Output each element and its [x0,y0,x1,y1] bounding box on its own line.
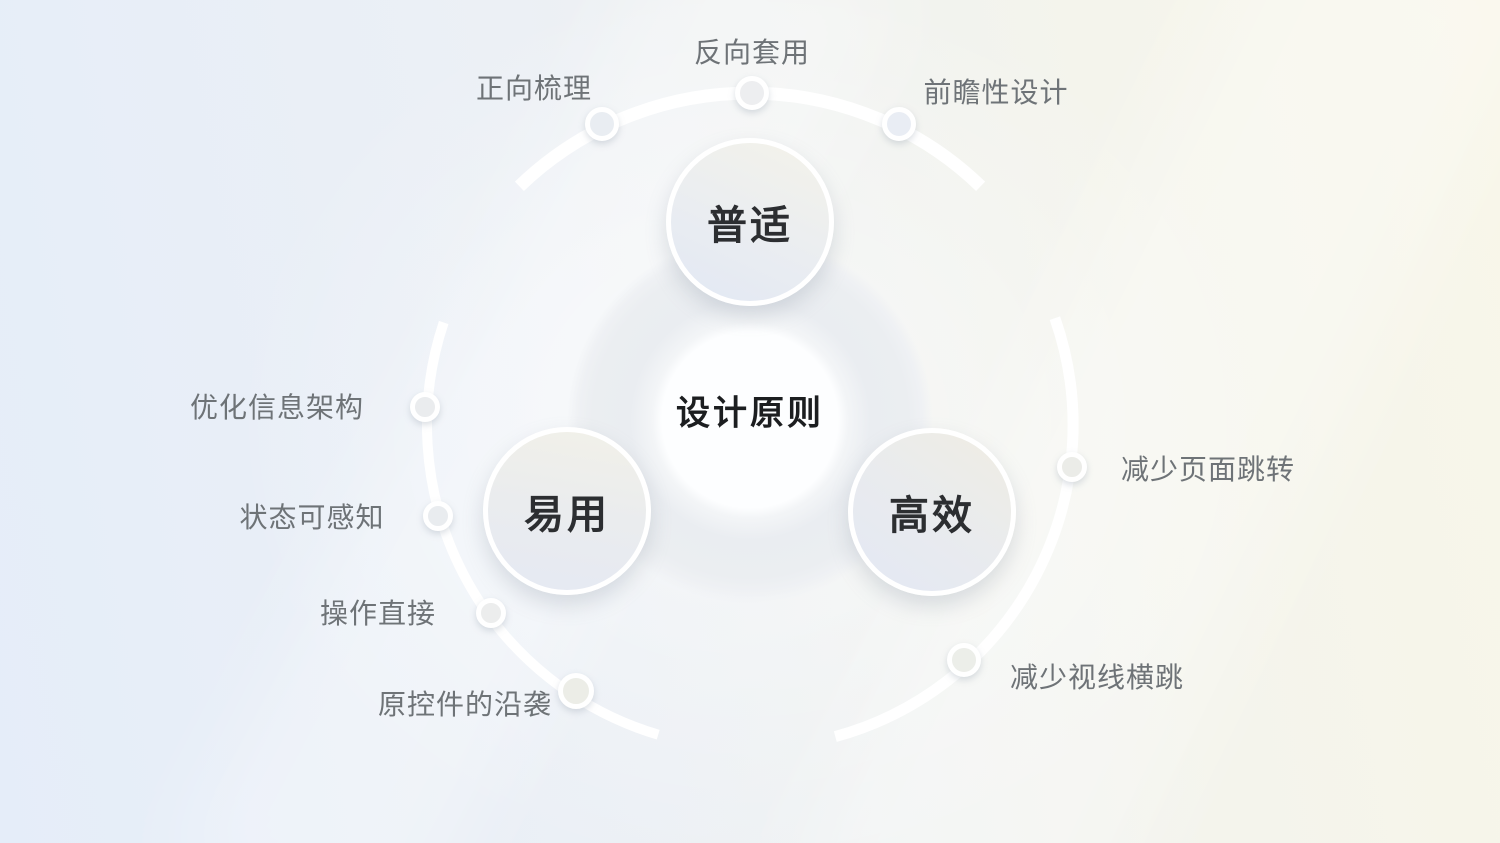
circle-easy-to-use: 易用 [483,427,651,595]
satellite-label-zhuangtai-keganzhi: 状态可感知 [239,502,385,533]
satellite-label-youhua-xinxi-jiagou: 优化信息架构 [189,392,365,423]
circle-easy-to-use-label: 易用 [524,493,610,537]
satellite-dot-zhuangtai-keganzhi [423,501,453,531]
satellite-dot-qianzhanxing-sheji [882,107,916,141]
circle-efficient-label: 高效 [889,494,975,538]
satellite-dot-caozuo-zhijie [476,598,506,628]
orbit-arc-right [833,316,1079,742]
satellite-dot-jianshao-yemian-tiaozhuan [1057,452,1087,482]
satellite-label-fanxiang-taoyong: 反向套用 [693,37,811,68]
satellite-label-jianshao-shixian-hengtiao: 减少视线横跳 [1009,662,1185,693]
circle-efficient: 高效 [848,428,1016,596]
satellite-label-caozuo-zhijie: 操作直接 [319,598,437,629]
satellite-dot-youhua-xinxi-jiagou [410,392,440,422]
satellite-dot-fanxiang-taoyong [735,76,769,110]
satellite-dot-jianshao-shixian-hengtiao [947,643,981,677]
satellite-label-yuankongjian-yanxi: 原控件的沿袭 [377,689,553,720]
center-title: 设计原则 [676,394,824,433]
circle-universal-label: 普适 [707,204,793,248]
satellite-dot-yuankongjian-yanxi [558,673,594,709]
satellite-label-jianshao-yemian-tiaozhuan: 减少页面跳转 [1120,454,1296,485]
satellite-dot-zhengxiang-shuli [585,107,619,141]
satellite-label-zhengxiang-shuli: 正向梳理 [475,73,593,104]
satellite-label-qianzhanxing-sheji: 前瞻性设计 [923,77,1069,108]
circle-universal: 普适 [666,138,834,306]
